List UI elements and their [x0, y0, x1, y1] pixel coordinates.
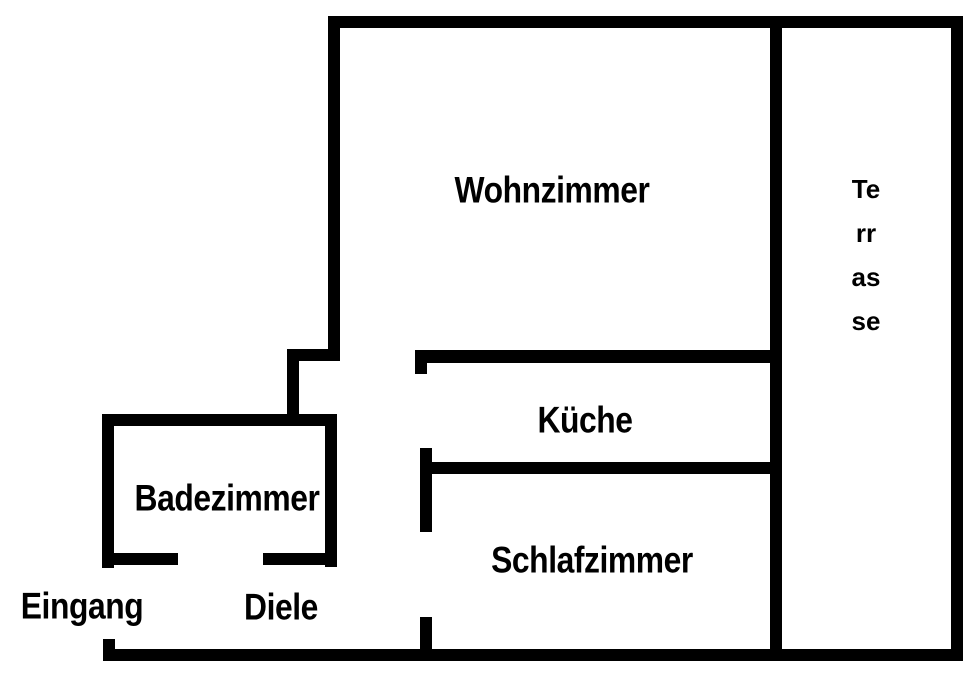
wall-schlafzimmer-left-upper — [420, 448, 432, 532]
room-label-wohnzimmer: Wohnzimmer — [454, 169, 650, 211]
wall-notch-vertical — [287, 349, 299, 426]
wall-badezimmer-left — [102, 414, 114, 568]
room-label-terrasse: Terrasse — [851, 174, 881, 336]
wall-kueche-top — [415, 350, 782, 363]
wall-badezimmer-bottom-right — [263, 553, 337, 565]
wall-kueche-bottom — [420, 462, 782, 474]
wall-badezimmer-right — [325, 414, 337, 567]
wall-kueche-door-jamb — [415, 350, 427, 374]
wall-terrasse-left — [770, 16, 782, 661]
wall-notch-horizontal — [287, 349, 340, 361]
wall-badezimmer-bottom-left — [102, 553, 178, 565]
room-label-schlafzimmer: Schlafzimmer — [491, 539, 693, 581]
room-label-diele: Diele — [244, 586, 318, 628]
room-label-badezimmer: Badezimmer — [134, 477, 320, 519]
wall-outer-bottom — [103, 649, 963, 661]
wall-schlafzimmer-left-lower — [420, 617, 432, 661]
room-label-eingang: Eingang — [20, 585, 144, 627]
wall-outer-right — [951, 16, 963, 661]
room-label-kueche: Küche — [537, 399, 633, 441]
wall-outer-top — [328, 16, 963, 28]
wall-wohnzimmer-left — [328, 16, 340, 361]
wall-eingang-jamb — [103, 639, 115, 661]
wall-badezimmer-top — [102, 414, 337, 426]
